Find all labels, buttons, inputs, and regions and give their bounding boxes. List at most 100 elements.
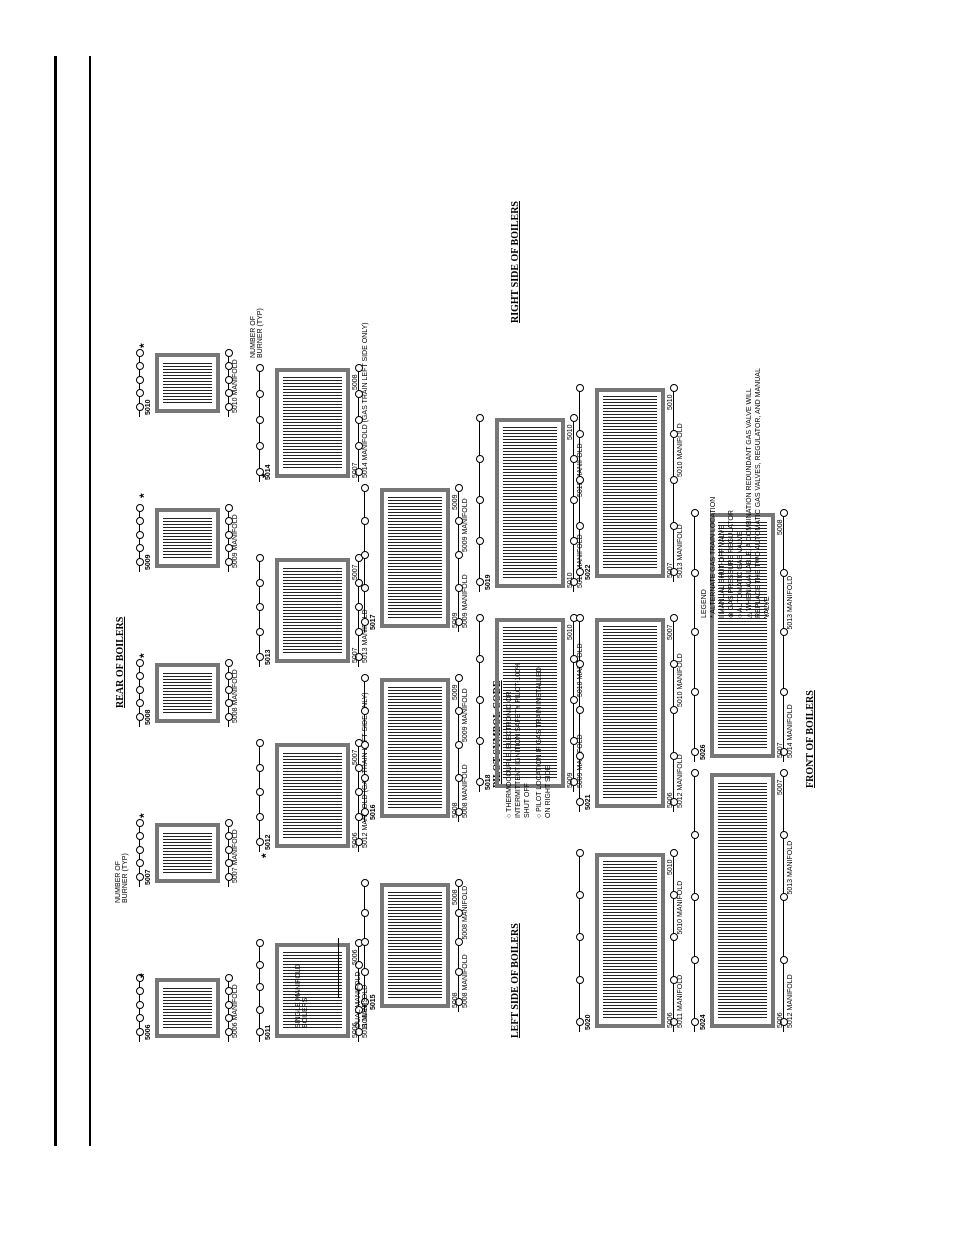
boiler-5026-id: 5026 [700,744,707,760]
boiler-5014-top-valve-icon [256,390,264,398]
boiler-5012-top-valve-icon [256,788,264,797]
boiler-5008-top-valve-icon [136,699,144,708]
legend-block: LEGEND * ALTERNATE GAS TRAIN LOCATION I … [700,358,772,618]
boiler-5012-top-valve-icon [256,813,264,822]
boiler-5022-top-valve-icon [576,522,584,530]
boiler-5007-id: 5007 [145,869,152,885]
boiler-5022-manifold-a-label: 5013 MANIFOLD [677,524,684,578]
boiler-5013-top-valve-icon [256,578,264,587]
alternate-gas-train-star-icon: * [137,493,151,498]
boiler-5006-top-valve-icon [136,1028,144,1036]
boiler-5026-top-valve-icon [691,628,699,637]
boiler-5015-top-valve-icon [361,938,369,947]
boiler-5017-top-valve-icon [361,484,369,492]
left-margin-rule-inner [89,56,91,1146]
boiler-5020 [595,853,665,1028]
boiler-5007-manifold-label: 5007 MANIFOLD [232,829,239,883]
boiler-5016-port-label: 5008 [452,802,459,818]
boiler-5011-top-valve-icon [256,961,264,970]
boiler-5013-port-label: 5007 [352,564,359,580]
boiler-5015-port-label: 5008 [452,992,459,1008]
boiler-5016-id: 5016 [370,804,377,820]
boiler-5018-port-label: 5009 [567,772,574,788]
boiler-5016-manifold-a-label: 5008 MANIFOLD [462,764,469,818]
boiler-5022-port-label: 5007 [667,562,674,578]
boiler-5009-top-valve-icon [136,558,144,566]
boiler-5008-bottom-valve-icon [225,659,233,667]
boiler-5013-top-valve-icon [256,653,264,661]
legend-item-manual-valve: I MANUAL SHUT-OFF VALVE [719,524,726,618]
boiler-5021-top-valve-icon [576,706,584,714]
boiler-layout-drawing: REAR OF BOILERS RIGHT SIDE OF BOILERS LE… [110,118,830,1118]
boiler-5026-bottom-valve-icon [780,509,788,517]
boiler-5018-top-valve-icon [476,655,484,663]
boiler-5016-manifold-b-label: 5009 MANIFOLD [462,688,469,742]
boiler-5013-top-valve-icon [256,554,264,562]
boiler-5018-port-label: 5010 [567,624,574,640]
boiler-5007-top-valve-icon [136,873,144,881]
alternate-gas-train-star-icon: * [137,343,151,348]
boiler-5019-top-valve-icon [476,496,484,504]
boiler-5024-top-valve-icon [691,831,699,840]
boiler-5016-top-valve-icon [361,808,369,816]
boiler-5024-bottom-valve-icon [780,955,788,964]
boiler-5018-top-valve-icon [476,778,484,786]
boiler-5024-manifold-b-label: 5013 MANIFOLD [787,840,794,895]
boiler-5022-id: 5022 [585,564,592,580]
boiler-5007-top-valve-icon [136,819,144,827]
boiler-5022-top-valve-icon [576,430,584,438]
boiler-5020-top-valve-icon [576,1018,584,1026]
boiler-5021 [595,618,665,808]
boiler-5015-top-valve-icon [361,879,369,887]
boiler-5009-top-valve-icon [136,531,144,539]
boiler-5011-top-valve-icon [256,983,264,992]
boiler-5009-manifold-label: 5009 MANIFOLD [232,514,239,568]
boiler-5024-top-valve-icon [691,955,699,964]
boiler-5010-top-valve-icon [136,349,144,357]
number-of-burner-note-2: NUMBER OF BURNER (TYP) [250,308,264,358]
dual-manifold-label: DUAL MANIFOLD BOILERS [355,971,369,1028]
boiler-5022-manifold-b-label: 5010 MANIFOLD [677,423,684,477]
boiler-5018-id: 5018 [485,774,492,790]
boiler-5026-top-valve-icon [691,509,699,517]
boiler-5012 [275,743,350,848]
boiler-5012-top-valve-icon [256,838,264,846]
left-margin-rule-outer [54,56,57,1146]
legend-item-regulator: ⊗ GAS PRESSURE REGULATOR [728,510,735,618]
manifold-key-line [338,938,339,998]
boiler-5021-id: 5021 [585,794,592,810]
boiler-5024-bottom-valve-icon [780,769,788,777]
boiler-5024-bottom-valve-icon [780,831,788,840]
boiler-5007-top-valve-icon [136,846,144,854]
alternate-gas-train-star-icon: * [137,813,151,818]
boiler-5016-top-valve-icon [361,741,369,749]
boiler-5020-bottom-valve-icon [670,933,678,942]
boiler-5021-port-label: 5006 [667,792,674,808]
section-title-right: RIGHT SIDE OF BOILERS [510,201,521,323]
alternate-gas-train-star-icon: * [259,853,273,858]
boiler-5020-port-label: 5010 [667,859,674,875]
boiler-5008-top-valve-icon [136,686,144,694]
boiler-5014-top-valve-icon [256,442,264,450]
boiler-5012-port-label: 5006 [352,832,359,848]
boiler-5017-top-valve-icon [361,517,369,526]
boiler-5020-top-valve-icon [576,975,584,984]
boiler-5021-manifold-a-label: 5012 MANIFOLD [677,754,684,808]
boiler-5020-top-valve-icon [576,933,584,942]
boiler-5015-port-label: 5008 [452,889,459,905]
boiler-5010-manifold-label: 5010 MANIFOLD [232,359,239,413]
boiler-5007 [155,823,220,883]
boiler-5016-bottom-valve-icon [455,674,463,682]
boiler-5007-top-valve-icon [136,859,144,868]
boiler-5019-bottom-valve-icon [570,414,578,422]
boiler-5021-bottom-valve-icon [670,706,678,714]
boiler-5026-top-valve-icon [691,568,699,577]
boiler-5006-top-valve-icon [136,987,144,996]
single-manifold-label: SINGLE MANIFOLD BOILERS [295,964,309,1028]
boiler-5026-top-valve-icon [691,748,699,756]
boiler-5021-port-label: 5007 [667,624,674,640]
boiler-5014-manifold-label: 5014 MANIFOLD (GAS TRAIN LEFT SIDE ONLY) [362,322,369,478]
boiler-5024-top-valve-icon [691,893,699,902]
boiler-5020-id: 5020 [585,1014,592,1030]
boiler-5018-top-valve-icon [476,614,484,622]
